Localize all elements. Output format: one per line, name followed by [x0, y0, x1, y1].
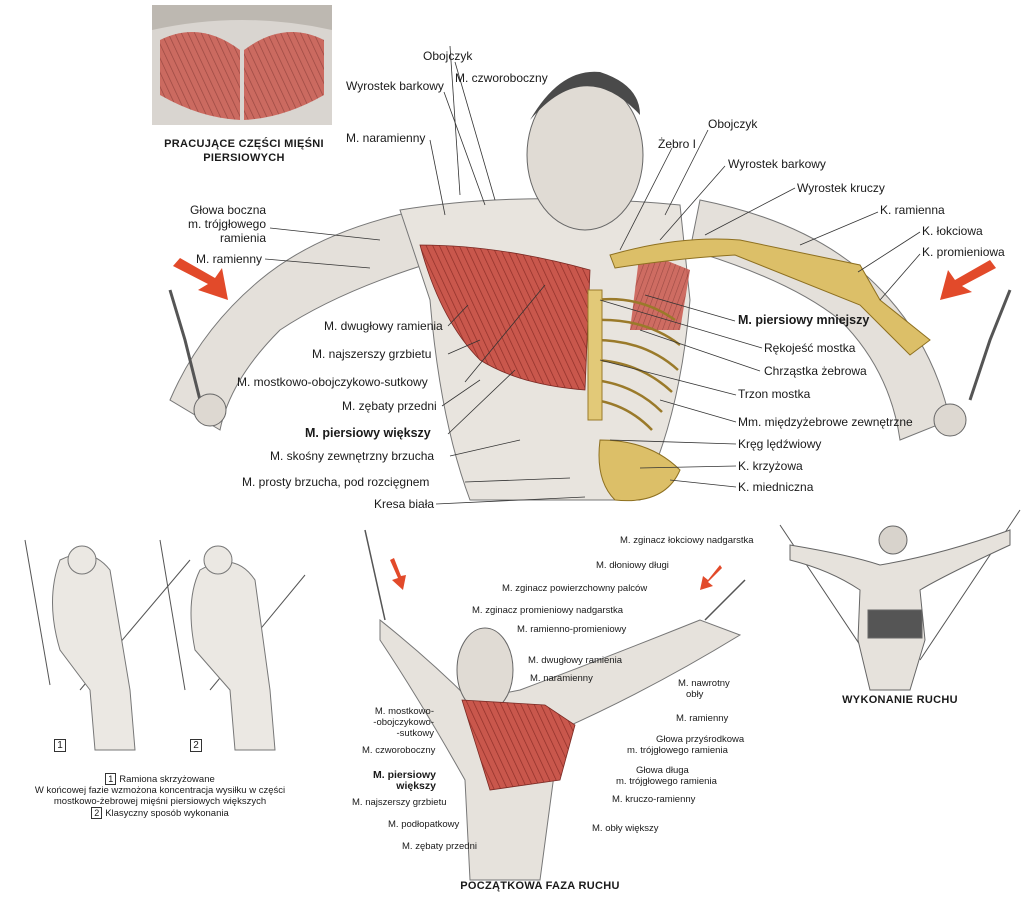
- label-k-miedniczna: K. miedniczna: [738, 480, 814, 494]
- label-m-zebaty-przedni: M. zębaty przedni: [342, 399, 437, 413]
- label-m-mostkowo-obojczykowo-sutkowy: M. mostkowo-obojczykowo-sutkowy: [237, 375, 428, 389]
- label-b-sutkowy: -sutkowy: [396, 728, 434, 739]
- legend-line-2: W końcowej fazie wzmożona koncentracja w…: [34, 785, 286, 796]
- label-mm-miedzyzebrowe-zewnetrzne: Mm. międzyżebrowe zewnętrzne: [738, 415, 913, 429]
- label-m-ramienny: M. ramienny: [196, 252, 263, 266]
- label-m-najszerszy-grzbietu: M. najszerszy grzbietu: [312, 347, 432, 361]
- label-b-zginacz-promieniowy-nadgarstka: M. zginacz promieniowy nadgarstka: [472, 605, 624, 616]
- label-glowa-boczna: Głowa boczna: [190, 203, 267, 217]
- legend-number-1: 1: [105, 773, 117, 785]
- label-m-piersiowy-mniejszy: M. piersiowy mniejszy: [738, 313, 870, 327]
- label-b-dwuglowy-ramienia: M. dwugłowy ramienia: [528, 655, 622, 666]
- right-caption: WYKONANIE RUCHU: [842, 694, 958, 706]
- execution-figure-image: [779, 509, 1021, 691]
- label-obojczyk-left: Obojczyk: [423, 49, 473, 63]
- label-b-naramienny: M. naramienny: [530, 673, 593, 684]
- label-rekojesc-mostka: Rękojeść mostka: [764, 341, 856, 355]
- leader-lines: [264, 45, 921, 505]
- label-m-prosty-brzucha: M. prosty brzucha, pod rozcięgnem: [242, 475, 430, 489]
- label-obojczyk-right: Obojczyk: [708, 117, 758, 131]
- label-k-promieniowa: K. promieniowa: [922, 245, 1005, 259]
- label-m-czworoboczny: M. czworoboczny: [455, 71, 548, 85]
- label-b-m-piersiowy: M. piersiowy: [372, 769, 436, 781]
- label-kresa-biala: Kresa biała: [374, 497, 435, 511]
- label-b-mostkowo: M. mostkowo-: [374, 706, 434, 717]
- inset-caption: PRACUJĄCE CZĘŚCI MIĘŚNI PIERSIOWYCH: [152, 137, 336, 165]
- label-ramienia: ramienia: [219, 231, 266, 245]
- figure-number-2: 2: [190, 739, 202, 752]
- label-b-wiekszy: większy: [396, 780, 436, 792]
- label-k-ramienna: K. ramienna: [880, 203, 945, 217]
- label-m-naramienny: M. naramienny: [346, 131, 426, 145]
- label-b-obojczykowo: -obojczykowo-: [373, 717, 434, 728]
- label-m-piersiowy-wiekszy: M. piersiowy większy: [305, 426, 431, 440]
- label-b-ramienno-promieniowy: M. ramienno-promieniowy: [517, 624, 627, 635]
- direction-arrow-icon: [173, 258, 996, 590]
- legend-line-1: Ramiona skrzyżowane: [119, 774, 215, 785]
- bottom-caption: POCZĄTKOWA FAZA RUCHU: [460, 880, 620, 892]
- inset-chest-image: [152, 5, 332, 125]
- label-wyrostek-kruczy: Wyrostek kruczy: [797, 181, 885, 195]
- inset-caption-line-1: PRACUJĄCE CZĘŚCI MIĘŚNI: [164, 138, 324, 150]
- inset-caption-line-2: PIERSIOWYCH: [203, 152, 285, 164]
- small-figures-image: [24, 539, 306, 751]
- label-chrzastka-zebrowa: Chrząstka żebrowa: [764, 364, 867, 378]
- label-b-glowa-przysrodkowa: Głowa przyśrodkowa: [656, 734, 745, 745]
- label-b-nawrotny: M. nawrotny: [678, 678, 730, 689]
- label-b-ramienny: M. ramienny: [676, 713, 729, 724]
- label-b-m-podlopatkowy: M. podłopatkowy: [388, 819, 460, 830]
- label-b-obly: obły: [686, 689, 704, 700]
- label-kreg-ledzwiowy: Kręg lędźwiowy: [738, 437, 822, 451]
- label-b-m-najszerszy-grzbietu: M. najszerszy grzbietu: [352, 797, 447, 808]
- legend-line-4: Klasyczny sposób wykonania: [105, 808, 229, 819]
- label-b-zginacz-powierzchowny-palcow: M. zginacz powierzchowny palców: [502, 583, 648, 594]
- label-wyrostek-barkowy-right: Wyrostek barkowy: [728, 157, 826, 171]
- label-b-dloniowy-dlugi: M. dłoniowy długi: [596, 560, 669, 571]
- label-m-dwuglowy-ramienia: M. dwugłowy ramienia: [324, 319, 443, 333]
- label-b-m-czworoboczny: M. czworoboczny: [362, 745, 436, 756]
- label-b-trojglowego-2: m. trójgłowego ramienia: [616, 776, 717, 787]
- legend-line-3: mostkowo-żebrowej mięśni piersiowych wię…: [53, 796, 267, 807]
- label-wyrostek-barkowy-left: Wyrostek barkowy: [346, 79, 444, 93]
- label-m-skosny-zewnetrzny-brzucha: M. skośny zewnętrzny brzucha: [270, 449, 435, 463]
- label-b-kruczo-ramienny: M. kruczo-ramienny: [612, 794, 696, 805]
- label-b-oblu-wiekszy: M. obły większy: [592, 823, 659, 834]
- label-b-m-zebaty-przedni: M. zębaty przedni: [402, 841, 477, 852]
- label-k-lokciowa: K. łokciowa: [922, 224, 983, 238]
- label-b-trojglowego-1: m. trójgłowego ramienia: [627, 745, 728, 756]
- label-b-glowa-dluga: Głowa długa: [636, 765, 689, 776]
- label-k-krzyzowa: K. krzyżowa: [738, 459, 803, 473]
- start-phase-figure-image: [364, 529, 746, 881]
- label-trzon-mostka: Trzon mostka: [738, 387, 811, 401]
- label-zebro-i: Żebro I: [658, 137, 697, 151]
- legend-number-2: 2: [91, 807, 103, 819]
- label-m-trojglowego: m. trójgłowego: [187, 217, 266, 231]
- main-figure-image: [168, 71, 1012, 502]
- figure-number-1: 1: [54, 739, 66, 752]
- label-b-zginacz-lokciowy-nadgarstka: M. zginacz łokciowy nadgarstka: [620, 535, 754, 546]
